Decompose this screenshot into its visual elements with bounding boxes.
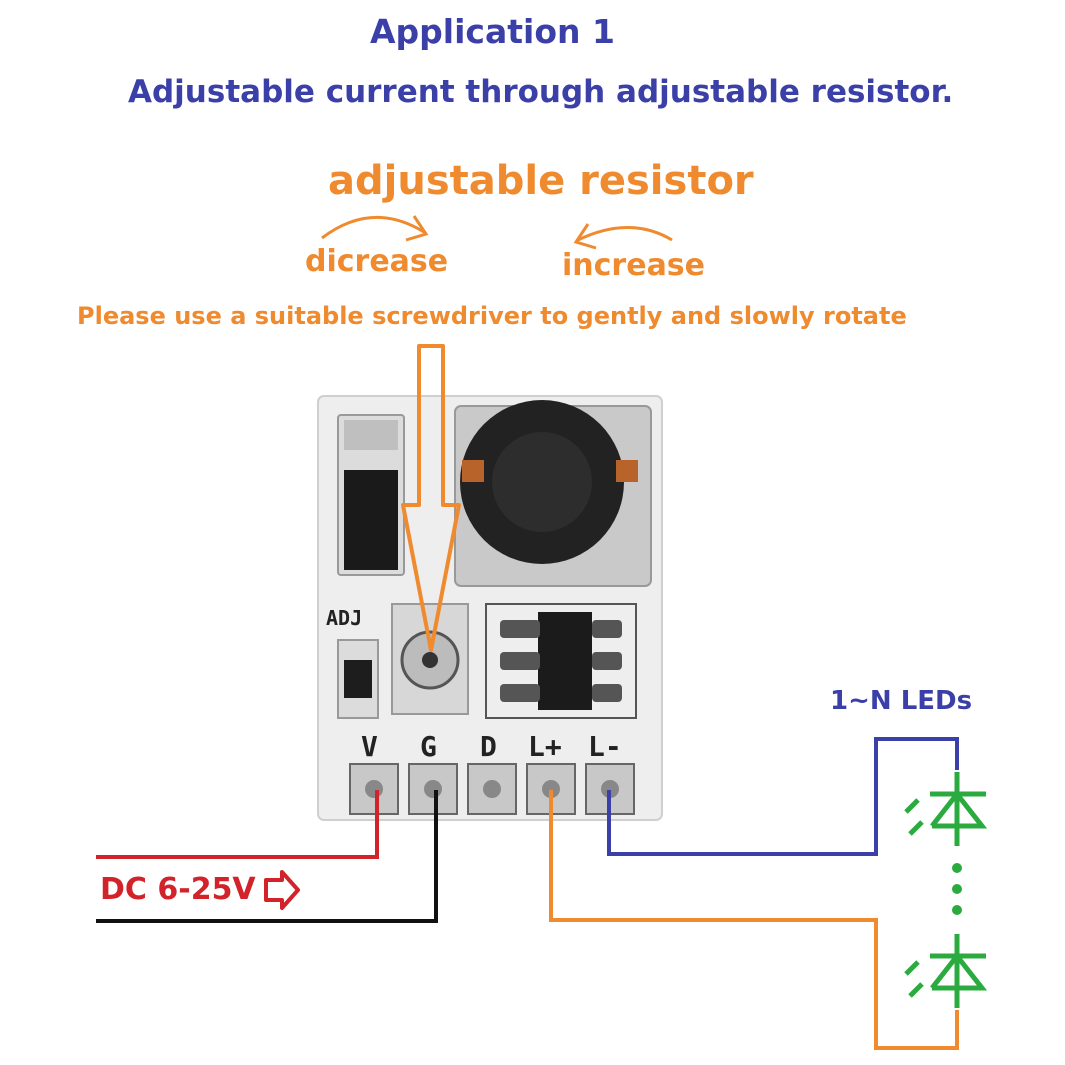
pin-label-g: G (420, 730, 437, 763)
page-title: Application 1 (370, 12, 615, 51)
screwdriver-arrow (401, 344, 461, 652)
ic-outline (485, 603, 637, 719)
increase-label: increase (562, 248, 706, 283)
pin-label-lplus: L+ (528, 730, 562, 763)
pin-label-d: D (480, 730, 497, 763)
increase-arrow-head (573, 223, 597, 250)
increase-arrow (577, 226, 673, 242)
supply-label: DC 6-25V (100, 872, 256, 907)
ground-wire (96, 790, 438, 923)
pcb-board (317, 395, 663, 821)
ellipsis-dots (952, 863, 962, 915)
pad-d (467, 763, 517, 815)
led-icon-bottom (904, 934, 988, 1008)
decrease-arrow (321, 215, 425, 240)
led-positive-wire (549, 790, 959, 1050)
pin-label-v: V (361, 730, 378, 763)
instruction-text: Please use a suitable screwdriver to gen… (77, 302, 907, 330)
arrow-right-icon (264, 870, 300, 910)
led-negative-wire (607, 737, 959, 856)
ic-chip (538, 612, 592, 710)
page-subtitle: Adjustable current through adjustable re… (128, 74, 954, 110)
pin-label-lminus: L- (588, 730, 622, 763)
positive-wire (96, 790, 379, 859)
adj-silkscreen-label: ADJ (326, 606, 363, 630)
resistor-label: adjustable resistor (328, 158, 754, 204)
leds-label: 1~N LEDs (830, 686, 973, 716)
led-icon-top (904, 772, 988, 846)
decrease-arrow-head (405, 215, 429, 242)
decrease-label: dicrease (305, 244, 449, 279)
